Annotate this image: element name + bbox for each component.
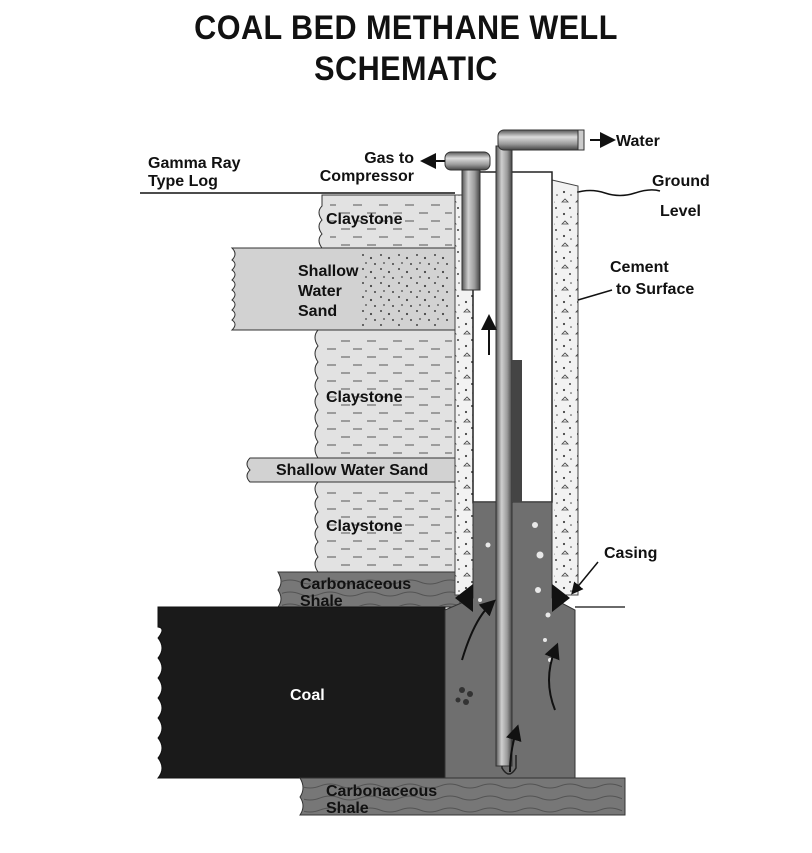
coal-layer	[156, 606, 446, 779]
water-pipe-horizontal	[497, 129, 585, 151]
coal-label: Coal	[290, 687, 325, 704]
shale-2-pattern	[304, 780, 622, 813]
ground-level-label-line-2: Level	[660, 203, 701, 220]
casing-shoe-right	[552, 584, 570, 612]
title-line-2: SCHEMATIC	[314, 50, 498, 88]
ground-level-label-line-1: Ground	[652, 173, 710, 190]
gas-pipe-elbow	[444, 151, 491, 171]
gas-flow-arrow-1	[461, 599, 496, 661]
claystone-3-label: Claystone	[326, 518, 403, 535]
casing-label: Casing	[604, 545, 657, 562]
water-pipe-end	[577, 129, 585, 151]
claystone-2-pattern	[326, 334, 452, 454]
sand-1-pattern	[360, 252, 452, 326]
tubing-bottom	[501, 755, 517, 775]
gamma-ray-label-line-2: Type Log	[148, 173, 218, 190]
claystone-2-label: Claystone	[326, 389, 403, 406]
gas-pipe-vertical	[461, 159, 481, 291]
shale-2-label-line-1: Carbonaceous	[326, 783, 437, 800]
coal-fragments	[455, 687, 473, 705]
claystone-1-pattern	[330, 198, 452, 246]
gas-flow-arrow-2	[544, 642, 560, 711]
water-flow-arrow	[506, 724, 522, 773]
casing-pointer-arrow	[571, 561, 599, 595]
shale-2-label-line-2: Shale	[326, 800, 369, 817]
cement-label-line-1: Cement	[610, 259, 669, 276]
sand-1-label-line-3: Sand	[298, 303, 337, 320]
shallow-water-sand-layer-2	[246, 457, 456, 483]
cement-pointer-line	[577, 289, 613, 301]
cement-pattern-left	[455, 195, 473, 595]
claystone-1-label: Claystone	[326, 211, 403, 228]
sand-1-label-line-2: Water	[298, 283, 342, 300]
water-label: Water	[616, 133, 660, 150]
claystone-3-pattern	[326, 486, 452, 568]
shale-1-pattern	[282, 574, 458, 606]
tubing-pipe	[495, 145, 513, 767]
flow-arrows	[420, 132, 616, 773]
formation-column	[156, 194, 626, 816]
sand-1-label-line-1: Shallow	[298, 263, 359, 280]
cement-pattern-right	[554, 188, 578, 593]
ground-line-right	[574, 189, 661, 197]
gamma-ray-label-line-1: Gamma Ray	[148, 155, 241, 172]
diagram-title: COAL BED METHANE WELL SCHEMATIC	[41, 8, 772, 90]
cement-label-line-2: to Surface	[616, 281, 694, 298]
shale-1-label-line-2: Shale	[300, 593, 343, 610]
gas-label-line-2: Compressor	[320, 168, 414, 185]
shale-1-label-line-1: Carbonaceous	[300, 576, 411, 593]
gas-label-line-1: Gas to	[364, 150, 414, 167]
sand-2-label: Shallow Water Sand	[276, 462, 428, 479]
casing-shoe-left	[455, 584, 473, 612]
title-line-1: COAL BED METHANE WELL	[194, 9, 618, 47]
tubing-shadow	[512, 360, 522, 502]
